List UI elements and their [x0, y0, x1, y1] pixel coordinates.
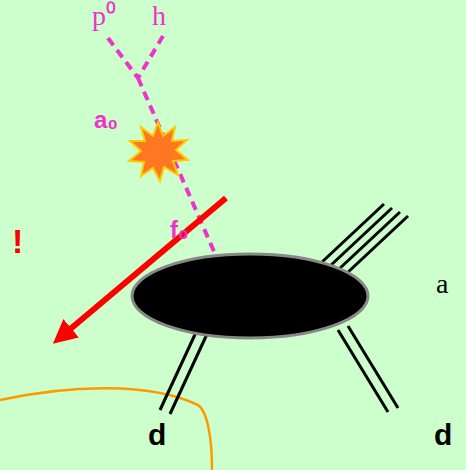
meson-label: f₀: [170, 218, 189, 242]
particle-label: d: [148, 420, 166, 450]
deuteron-lines: [160, 326, 398, 414]
orange-outline: [0, 388, 212, 470]
mixing-starburst: [129, 122, 188, 181]
particle-label: a: [436, 270, 448, 298]
alpha-lines: [322, 204, 408, 274]
meson-label: a₀: [94, 108, 118, 132]
particle-label: d: [434, 420, 452, 450]
particle-label: p⁰: [92, 2, 116, 30]
emphasis-mark: !: [12, 224, 23, 258]
red-arrow: [62, 198, 226, 336]
interaction-blob: [132, 254, 368, 338]
particle-label: h: [152, 2, 166, 30]
